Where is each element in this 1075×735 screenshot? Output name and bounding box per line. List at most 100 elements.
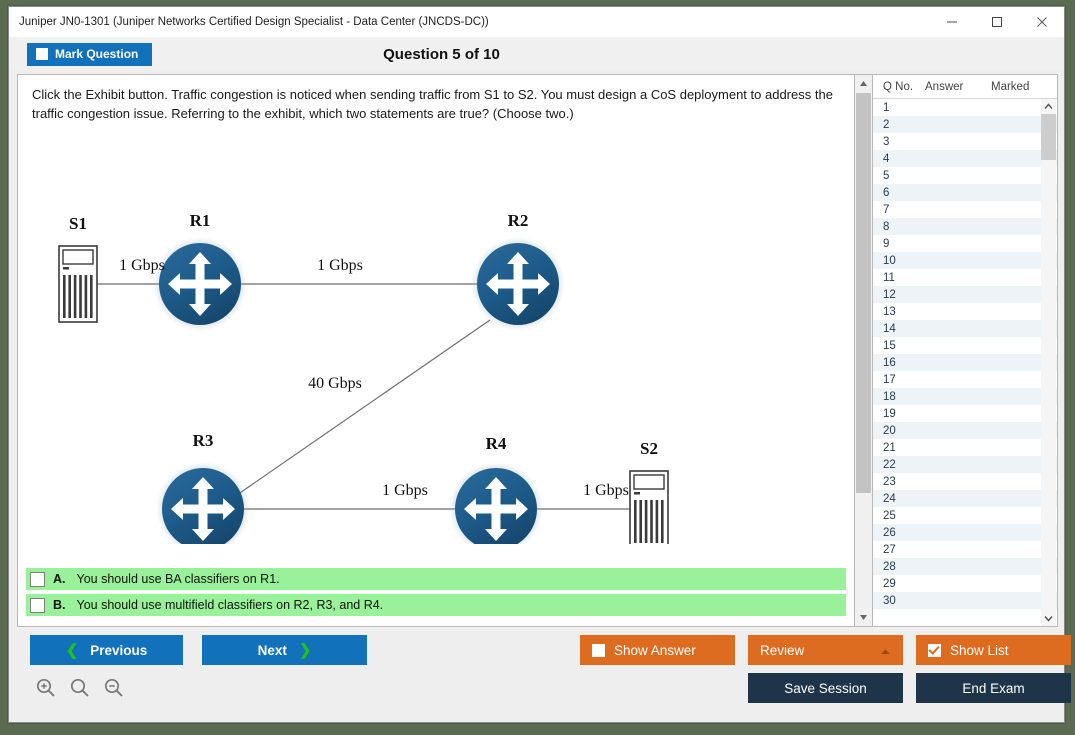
question-list-row[interactable]: 15 bbox=[873, 337, 1057, 354]
column-header-marked: Marked bbox=[991, 80, 1030, 93]
end-exam-button[interactable]: End Exam bbox=[916, 673, 1071, 703]
maximize-icon[interactable] bbox=[974, 7, 1019, 36]
answer-letter-b: B. bbox=[53, 598, 66, 612]
next-button[interactable]: Next ❯ bbox=[202, 635, 367, 665]
list-scroll-down-icon[interactable] bbox=[1041, 611, 1056, 626]
question-list-row[interactable]: 24 bbox=[873, 490, 1057, 507]
question-list-row[interactable]: 23 bbox=[873, 473, 1057, 490]
answer-letter-a: A. bbox=[53, 572, 66, 586]
row-question-number: 20 bbox=[883, 424, 896, 437]
question-list-row[interactable]: 7 bbox=[873, 201, 1057, 218]
question-list-row[interactable]: 27 bbox=[873, 541, 1057, 558]
question-list-row[interactable]: 25 bbox=[873, 507, 1057, 524]
row-question-number: 26 bbox=[883, 526, 896, 539]
node-r3: R3 bbox=[156, 431, 250, 544]
mark-question-checkbox-icon[interactable] bbox=[36, 48, 48, 60]
column-header-answer: Answer bbox=[925, 80, 964, 93]
question-list-row[interactable]: 2 bbox=[873, 116, 1057, 133]
question-list-row[interactable]: 29 bbox=[873, 575, 1057, 592]
question-list-row[interactable]: 20 bbox=[873, 422, 1057, 439]
answer-option-a[interactable]: A. You should use BA classifiers on R1. bbox=[26, 568, 846, 590]
question-list-row[interactable]: 14 bbox=[873, 320, 1057, 337]
answer-checkbox-b[interactable] bbox=[30, 597, 45, 613]
row-question-number: 19 bbox=[883, 407, 896, 420]
link-label-s1-r1: 1 Gbps bbox=[119, 257, 165, 274]
save-session-label: Save Session bbox=[784, 680, 867, 696]
node-r4: R4 bbox=[449, 434, 543, 544]
question-list-scrollbar-thumb[interactable] bbox=[1041, 114, 1056, 160]
node-s2: S2 bbox=[629, 439, 669, 544]
question-list-row[interactable]: 13 bbox=[873, 303, 1057, 320]
save-session-button[interactable]: Save Session bbox=[748, 673, 903, 703]
exam-window: Juniper JN0-1301 (Juniper Networks Certi… bbox=[8, 6, 1071, 723]
show-list-button[interactable]: Show List bbox=[916, 635, 1071, 665]
review-dropdown[interactable]: Review bbox=[748, 635, 903, 665]
question-list-row[interactable]: 10 bbox=[873, 252, 1057, 269]
row-question-number: 10 bbox=[883, 254, 896, 267]
node-label-r2: R2 bbox=[508, 211, 529, 230]
link-label-r4-s2: 1 Gbps bbox=[583, 482, 629, 499]
previous-button[interactable]: ❮ Previous bbox=[30, 635, 183, 665]
answer-option-b[interactable]: B. You should use multifield classifiers… bbox=[26, 594, 846, 616]
question-list-row[interactable]: 5 bbox=[873, 167, 1057, 184]
question-list-row[interactable]: 11 bbox=[873, 269, 1057, 286]
content-scrollbar[interactable] bbox=[855, 74, 872, 627]
scroll-down-icon[interactable] bbox=[855, 609, 872, 626]
column-header-qno: Q No. bbox=[883, 80, 914, 93]
zoom-reset-icon[interactable] bbox=[69, 677, 91, 699]
show-answer-checkbox-icon[interactable] bbox=[592, 643, 605, 657]
content-scrollbar-thumb[interactable] bbox=[856, 93, 871, 493]
question-list-row[interactable]: 17 bbox=[873, 371, 1057, 388]
zoom-out-icon[interactable] bbox=[103, 677, 125, 699]
zoom-controls bbox=[35, 677, 125, 699]
row-question-number: 7 bbox=[883, 203, 890, 216]
question-list-row[interactable]: 9 bbox=[873, 235, 1057, 252]
scroll-up-icon[interactable] bbox=[855, 75, 872, 92]
question-list-row[interactable]: 18 bbox=[873, 388, 1057, 405]
page-title: Question 5 of 10 bbox=[9, 46, 1064, 63]
node-label-s2: S2 bbox=[640, 439, 658, 458]
row-question-number: 17 bbox=[883, 373, 896, 386]
question-list-header: Q No. Answer Marked bbox=[873, 75, 1057, 99]
row-question-number: 11 bbox=[883, 271, 895, 284]
zoom-in-icon[interactable] bbox=[35, 677, 57, 699]
question-list-row[interactable]: 26 bbox=[873, 524, 1057, 541]
answer-checkbox-a[interactable] bbox=[30, 571, 45, 587]
question-list-row[interactable]: 12 bbox=[873, 286, 1057, 303]
question-list-scrollbar[interactable] bbox=[1041, 99, 1056, 626]
question-list-row[interactable]: 19 bbox=[873, 405, 1057, 422]
list-scroll-up-icon[interactable] bbox=[1041, 99, 1056, 114]
question-list-row[interactable]: 4 bbox=[873, 150, 1057, 167]
question-list-row[interactable]: 16 bbox=[873, 354, 1057, 371]
answer-text-b: You should use multifield classifiers on… bbox=[76, 598, 384, 612]
question-list-row[interactable]: 1 bbox=[873, 99, 1057, 116]
row-question-number: 13 bbox=[883, 305, 896, 318]
close-icon[interactable] bbox=[1019, 7, 1064, 36]
answer-text-a: You should use BA classifiers on R1. bbox=[76, 572, 280, 586]
question-list-row[interactable]: 8 bbox=[873, 218, 1057, 235]
question-list-row[interactable]: 3 bbox=[873, 133, 1057, 150]
topology-links bbox=[90, 283, 630, 510]
chevron-right-icon: ❯ bbox=[298, 641, 312, 659]
question-list-row[interactable]: 28 bbox=[873, 558, 1057, 575]
end-exam-label: End Exam bbox=[962, 680, 1025, 696]
row-question-number: 3 bbox=[883, 135, 890, 148]
row-question-number: 8 bbox=[883, 220, 890, 233]
window-controls bbox=[929, 7, 1064, 36]
question-list-row[interactable]: 21 bbox=[873, 439, 1057, 456]
row-question-number: 14 bbox=[883, 322, 896, 335]
minimize-icon[interactable] bbox=[929, 7, 974, 36]
question-list-row[interactable]: 22 bbox=[873, 456, 1057, 473]
row-question-number: 9 bbox=[883, 237, 890, 250]
link-label-r3-r4: 1 Gbps bbox=[382, 482, 428, 499]
exam-header-bar: Mark Question Question 5 of 10 bbox=[9, 37, 1064, 71]
row-question-number: 27 bbox=[883, 543, 896, 556]
show-answer-button[interactable]: Show Answer bbox=[580, 635, 735, 665]
question-list-row[interactable]: 30 bbox=[873, 592, 1057, 609]
main-region: Click the Exhibit button. Traffic conges… bbox=[17, 74, 1058, 627]
show-list-checkbox-icon[interactable] bbox=[928, 643, 941, 657]
question-list-row[interactable]: 6 bbox=[873, 184, 1057, 201]
mark-question-button[interactable]: Mark Question bbox=[27, 42, 153, 66]
row-question-number: 29 bbox=[883, 577, 896, 590]
window-title: Juniper JN0-1301 (Juniper Networks Certi… bbox=[19, 15, 489, 28]
